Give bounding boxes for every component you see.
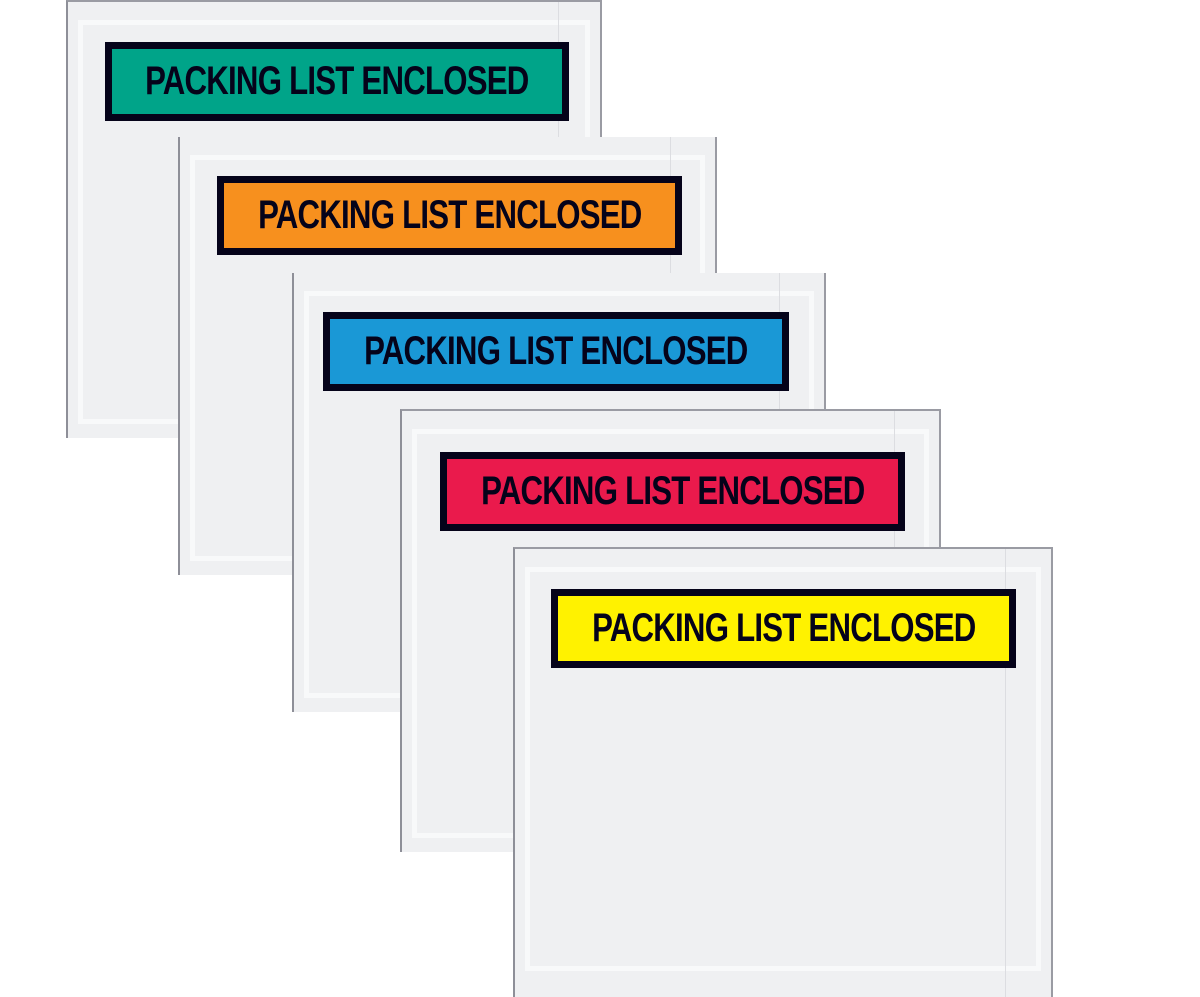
label-text: PACKING LIST ENCLOSED: [145, 59, 529, 103]
label-text: PACKING LIST ENCLOSED: [591, 606, 976, 650]
envelope-inner-frame: [525, 567, 1041, 971]
label-color-band: PACKING LIST ENCLOSED: [224, 183, 675, 248]
packing-list-label-orange: PACKING LIST ENCLOSED: [217, 176, 682, 255]
label-color-band: PACKING LIST ENCLOSED: [447, 459, 898, 524]
packing-list-label-blue: PACKING LIST ENCLOSED: [323, 312, 789, 391]
envelope-yellow: PACKING LIST ENCLOSED: [513, 547, 1053, 997]
packing-list-label-yellow: PACKING LIST ENCLOSED: [551, 589, 1016, 668]
label-color-band: PACKING LIST ENCLOSED: [330, 319, 782, 384]
envelope-seam: [1005, 549, 1006, 997]
packing-list-label-green: PACKING LIST ENCLOSED: [105, 42, 569, 121]
label-color-band: PACKING LIST ENCLOSED: [558, 596, 1009, 661]
label-text: PACKING LIST ENCLOSED: [364, 329, 748, 373]
label-color-band: PACKING LIST ENCLOSED: [112, 49, 562, 114]
label-text: PACKING LIST ENCLOSED: [480, 469, 865, 513]
packing-list-label-red: PACKING LIST ENCLOSED: [440, 452, 905, 531]
label-text: PACKING LIST ENCLOSED: [257, 193, 642, 237]
